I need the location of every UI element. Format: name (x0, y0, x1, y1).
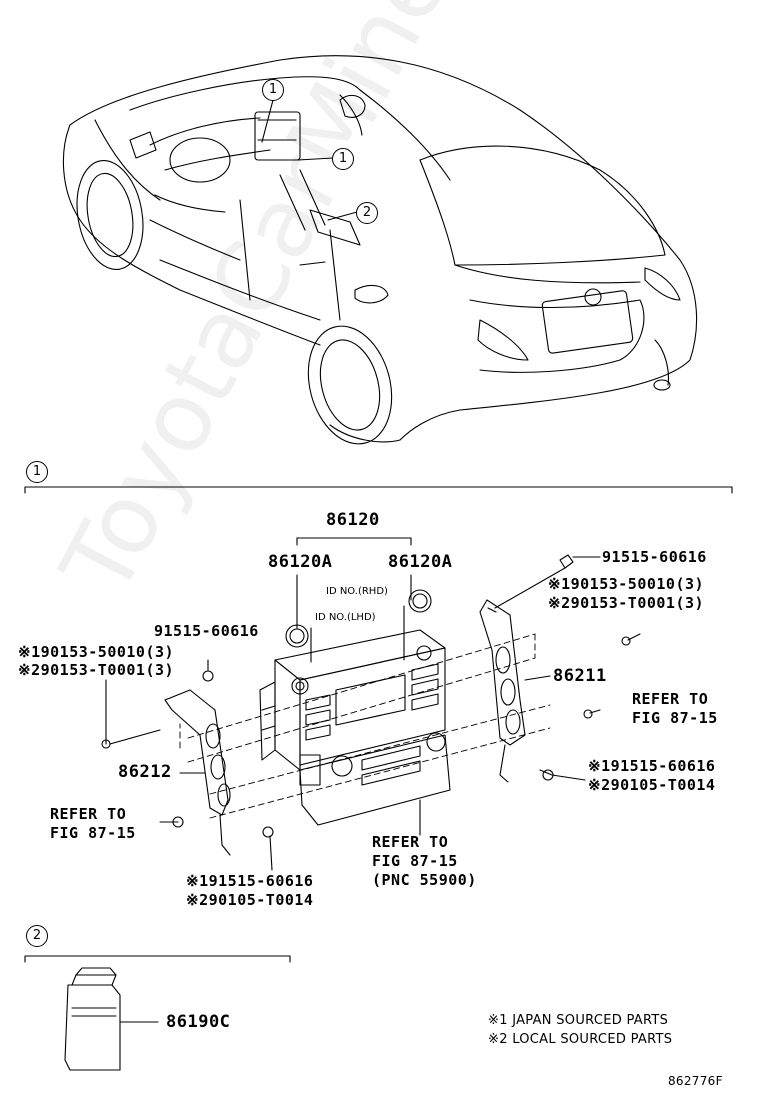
id-lhd-label: ID NO.(LHD) (315, 612, 376, 623)
section-2-marker: 2 (26, 925, 48, 947)
section-1-marker: 1 (26, 461, 48, 483)
right-refer-line1: REFER TO (632, 690, 709, 708)
callout-1-top: 1 (262, 79, 284, 101)
left-j1-number: ※190153-50010(3) (18, 643, 175, 661)
right-j2-number: ※290153-T0001(3) (548, 594, 705, 612)
left-bracket-number: 86212 (118, 762, 172, 782)
switch-part (64, 967, 159, 1071)
section2-bracket (24, 955, 291, 963)
left-bottom-j1: ※191515-60616 (186, 872, 314, 890)
left-screw-number: 91515-60616 (154, 622, 259, 640)
right-bracket-number: 86211 (553, 666, 607, 686)
right-screw-number: 91515-60616 (602, 548, 707, 566)
left-bracket (101, 659, 274, 871)
callout-2-car: 2 (356, 202, 378, 224)
left-refer-line2: FIG 87-15 (50, 824, 136, 842)
right-refer-line2: FIG 87-15 (632, 709, 718, 727)
right-bottom-j1: ※191515-60616 (588, 757, 716, 775)
audio-unit (259, 589, 451, 836)
center-refer-line1: REFER TO (372, 833, 449, 851)
legend-japan: ※1 JAPAN SOURCED PARTS (488, 1013, 669, 1028)
callout-1-middle: 1 (332, 148, 354, 170)
center-refer-line2: FIG 87-15 (372, 852, 458, 870)
left-j2-number: ※290153-T0001(3) (18, 661, 175, 679)
car-illustration (62, 55, 698, 445)
right-j1-number: ※190153-50010(3) (548, 575, 705, 593)
center-refer-line3: (PNC 55900) (372, 871, 477, 889)
switch-part-number: 86190C (166, 1012, 231, 1032)
right-bottom-j2: ※290105-T0014 (588, 776, 716, 794)
knob-right-number: 86120A (388, 552, 453, 572)
legend-local: ※2 LOCAL SOURCED PARTS (488, 1032, 673, 1047)
assembly-number: 86120 (326, 510, 380, 530)
knob-left-number: 86120A (268, 552, 333, 572)
right-bracket (479, 554, 641, 783)
left-bottom-j2: ※290105-T0014 (186, 891, 314, 909)
id-rhd-label: ID NO.(RHD) (326, 586, 388, 597)
figure-code: 862776F (668, 1074, 723, 1088)
left-refer-line1: REFER TO (50, 805, 127, 823)
section1-bracket (24, 486, 733, 494)
